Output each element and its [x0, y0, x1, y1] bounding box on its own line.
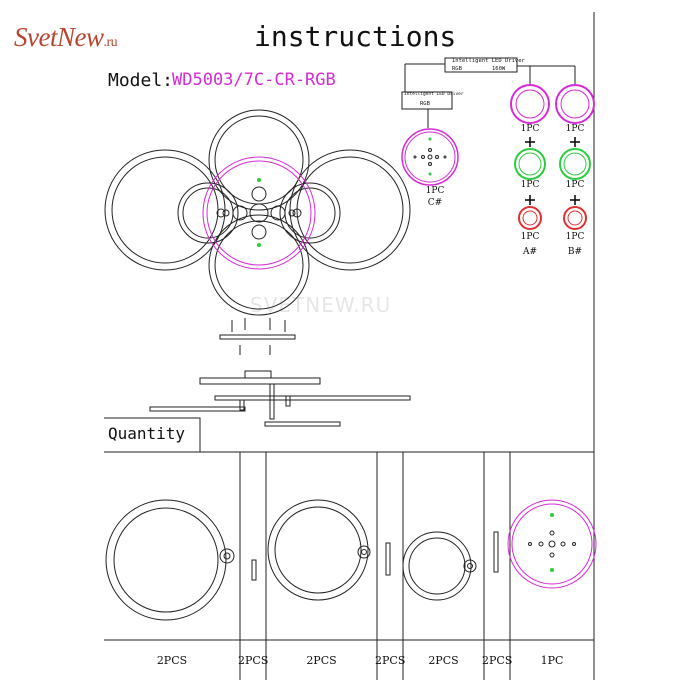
- led-driver-main: [444, 57, 518, 73]
- ring-small-left: [177, 182, 239, 244]
- logo-text: SvetNew: [14, 22, 104, 52]
- qty-ring-medium: 2PCS: [306, 654, 337, 667]
- wiring-ring-c: [401, 128, 459, 186]
- qty-ring-small: 2PCS: [428, 654, 459, 667]
- wiring-c-qty: 1PC: [425, 186, 445, 196]
- wiring-a-top-qty: 1PC: [520, 124, 540, 134]
- ring-small-right: [279, 182, 341, 244]
- qty-ring-large: 2PCS: [156, 654, 188, 667]
- part-ring-center-rgb: [507, 499, 597, 589]
- model-number: WD5003/7C-CR-RGB: [172, 70, 336, 90]
- part-rod-2: [385, 542, 391, 576]
- wiring-ring-a-medium: [514, 148, 546, 180]
- wiring-diagram: [401, 57, 595, 230]
- part-rod-3: [493, 531, 499, 573]
- wiring-a-mid-qty: 1PC: [520, 180, 540, 190]
- fixture-side-view: [149, 370, 411, 427]
- driver-main-type: RGB: [452, 66, 462, 72]
- qty-ring-center: 1PC: [540, 654, 564, 667]
- wiring-a-name: A#: [522, 247, 538, 257]
- wiring-b-name: B#: [567, 247, 583, 257]
- led-driver-secondary: [401, 91, 453, 110]
- wiring-b-top-qty: 1PC: [565, 124, 585, 134]
- part-ring-medium: [267, 499, 371, 601]
- driver-secondary-type: RGB: [420, 101, 430, 107]
- ring-center-rgb: [202, 156, 316, 270]
- driver-secondary-name: Intelligent LED Driver: [404, 92, 464, 97]
- brand-logo: SvetNew.ru: [14, 22, 118, 53]
- wiring-ring-a-large: [510, 84, 550, 124]
- driver-main-name: Intelligent LED Driver: [452, 58, 525, 64]
- wiring-b-mid-qty: 1PC: [565, 180, 585, 190]
- plus-signs: [525, 137, 580, 205]
- wiring-ring-b-small: [563, 206, 587, 230]
- driver-main-power: 160W: [492, 66, 506, 72]
- model-label: Model:: [108, 70, 174, 91]
- ring-large-right: [289, 149, 411, 271]
- ring-medium-bottom: [208, 214, 310, 316]
- wiring-ring-b-large: [555, 84, 595, 124]
- page-title: instructions: [254, 20, 457, 53]
- fixture-top-view: [104, 109, 411, 316]
- wiring-ring-a-small: [518, 206, 542, 230]
- qty-rod-2: 2PCS: [375, 654, 406, 667]
- qty-rod-1: 2PCS: [238, 654, 269, 667]
- quantity-table: [104, 417, 594, 680]
- mounting-hardware: [219, 318, 296, 355]
- qty-rod-3: 2PCS: [482, 654, 513, 667]
- part-ring-small: [402, 531, 477, 601]
- part-ring-large: [105, 499, 235, 621]
- wiring-ring-b-medium: [559, 148, 591, 180]
- wiring-b-bot-qty: 1PC: [565, 232, 585, 242]
- wiring-c-name: C#: [427, 198, 443, 208]
- quantity-heading: Quantity: [108, 424, 186, 443]
- part-rod-1: [251, 559, 257, 581]
- logo-suffix: .ru: [103, 35, 118, 50]
- ring-medium-top: [208, 109, 310, 211]
- wiring-a-bot-qty: 1PC: [520, 232, 540, 242]
